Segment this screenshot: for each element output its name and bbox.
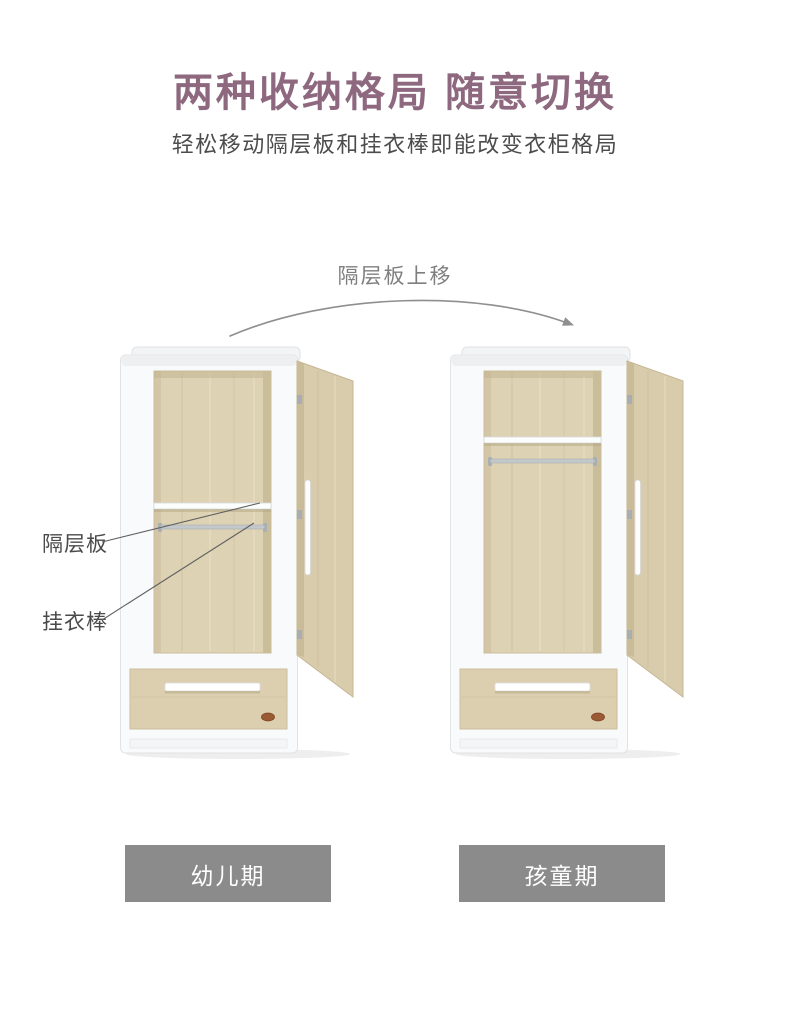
door-hinge bbox=[627, 395, 632, 404]
shelf-board bbox=[483, 436, 602, 446]
shelf-label: 隔层板 bbox=[42, 533, 108, 556]
wardrobe-top-edge bbox=[121, 356, 297, 366]
arrowhead-icon bbox=[562, 317, 574, 326]
open-door bbox=[296, 360, 354, 698]
hanging-rod bbox=[488, 457, 597, 466]
brand-logo bbox=[591, 712, 605, 722]
door-hinge bbox=[297, 510, 302, 519]
rod-label: 挂衣棒 bbox=[42, 611, 108, 634]
wardrobe-base bbox=[129, 738, 288, 749]
curved-arrow bbox=[229, 299, 571, 337]
drawer bbox=[459, 668, 618, 730]
brand-logo bbox=[261, 712, 275, 722]
wardrobe-illustration-child bbox=[450, 346, 684, 759]
page-title: 两种收纳格局 随意切换 bbox=[172, 71, 618, 115]
door-hinge bbox=[627, 630, 632, 639]
door-handle bbox=[634, 479, 641, 576]
wardrobe-top-edge bbox=[451, 356, 627, 366]
wardrobe-base bbox=[459, 738, 618, 749]
drawer-handle bbox=[494, 682, 591, 692]
door-hinge bbox=[297, 395, 302, 404]
caption-toddler-stage: 幼儿期 bbox=[125, 845, 331, 902]
wardrobe-illustration-toddler bbox=[120, 346, 354, 759]
door-hinge bbox=[627, 510, 632, 519]
door-handle bbox=[304, 479, 311, 576]
drawer bbox=[129, 668, 288, 730]
drawer-handle bbox=[164, 682, 261, 692]
caption-child-stage: 孩童期 bbox=[459, 845, 665, 902]
wardrobe-interior bbox=[483, 370, 602, 654]
shelf-board bbox=[153, 502, 272, 512]
arrow-label: 隔层板上移 bbox=[337, 265, 453, 288]
door-hinge bbox=[297, 630, 302, 639]
page-subtitle: 轻松移动隔层板和挂衣棒即能改变衣柜格局 bbox=[171, 132, 619, 157]
open-door bbox=[626, 360, 684, 698]
